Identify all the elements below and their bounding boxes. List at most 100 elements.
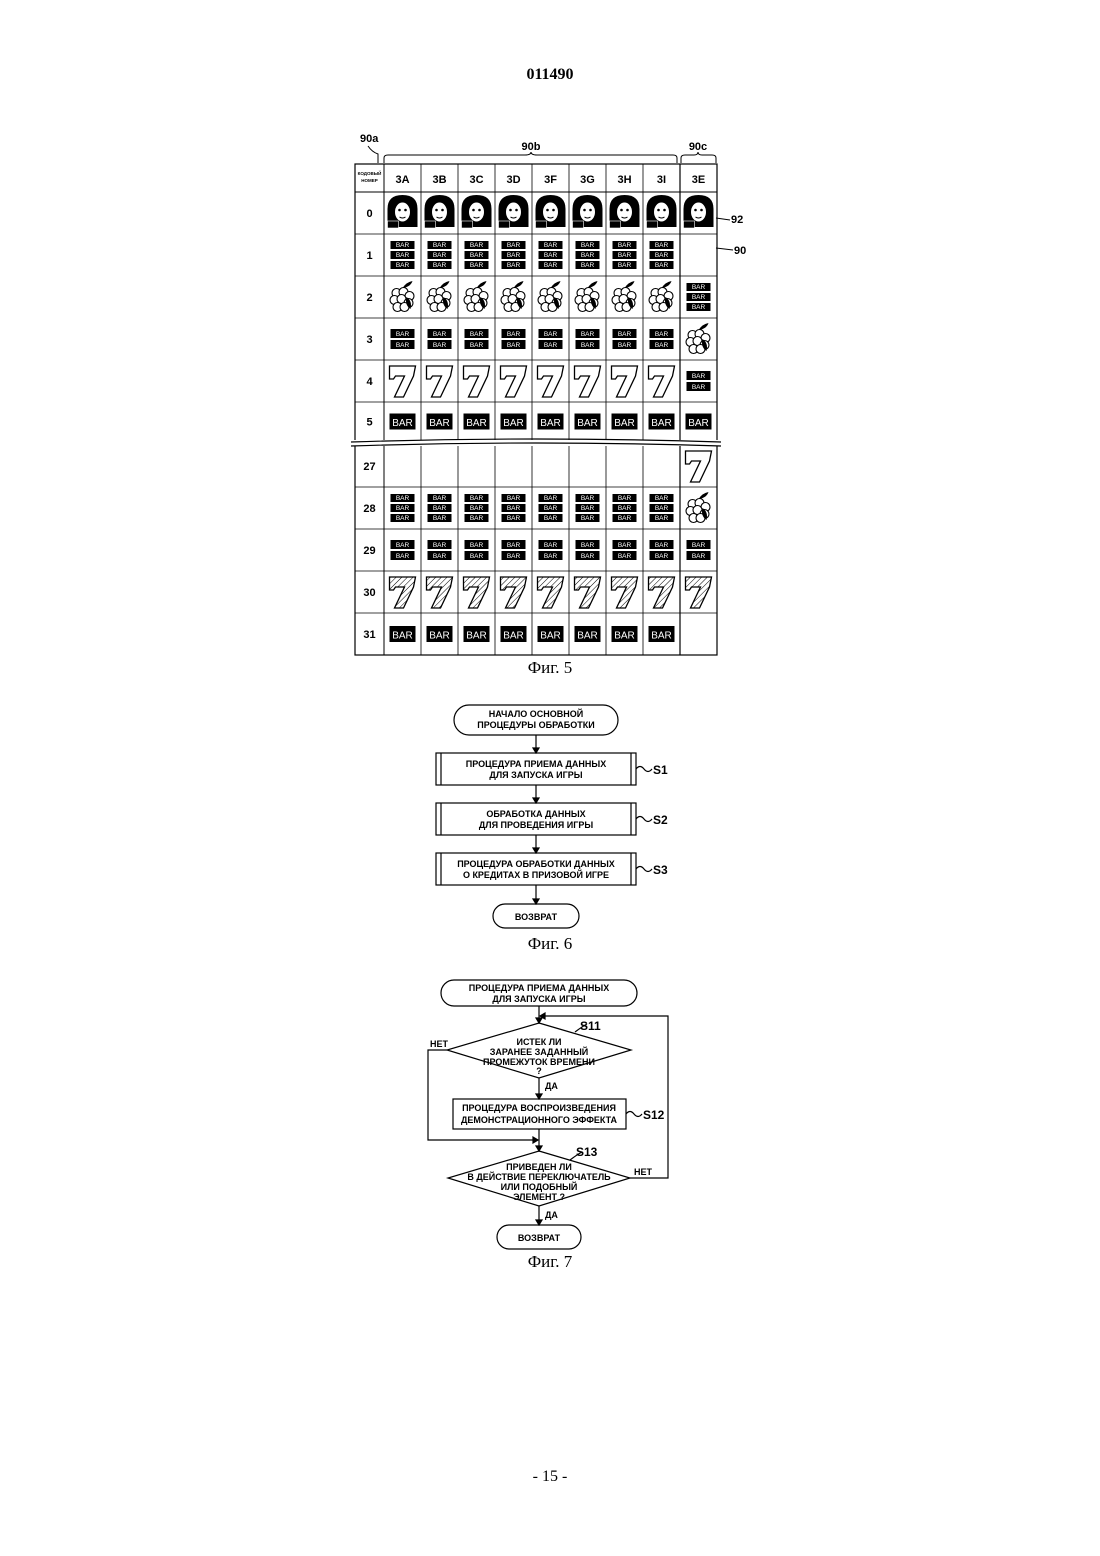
s1-label: S1 [653, 763, 668, 777]
bar-label: BAR [433, 262, 447, 269]
bar-label: BAR [581, 331, 595, 338]
end-text: ВОЗВРАТ [518, 1233, 561, 1243]
column-header-3D: 3D [506, 174, 520, 186]
bar-label: BAR [655, 342, 669, 349]
bar-label: BAR [507, 515, 521, 522]
bar-label: BAR [618, 542, 632, 549]
bar-label: BAR [581, 342, 595, 349]
bar-label: BAR [577, 630, 598, 641]
bar-label: BAR [614, 418, 635, 429]
s12-text-line1: ПРОЦЕДУРА ВОСПРОИЗВЕДЕНИЯ [462, 1103, 616, 1113]
s11-text-line1: ИСТЕК ЛИ [516, 1037, 561, 1047]
s13-label: S13 [576, 1145, 598, 1159]
bar-label: BAR [433, 542, 447, 549]
symbol-bar1: BAR [612, 414, 638, 430]
bar-label: BAR [507, 262, 521, 269]
process-s3 [436, 853, 636, 885]
symbol-grape [649, 281, 673, 312]
label-92: 92 [731, 214, 743, 226]
figure-5-reel-table: 90a 90b 90c 92 90 КОДОВЫЙНОМЕР3A3B3C3D3F… [0, 0, 1100, 700]
bar-label: BAR [655, 242, 669, 249]
end-text: ВОЗВРАТ [515, 912, 558, 922]
bar-label: BAR [655, 542, 669, 549]
bar-label: BAR [692, 542, 706, 549]
symbol-seven [464, 366, 490, 397]
symbol-seven [612, 366, 638, 397]
symbol-bar2: BAR BAR [576, 329, 600, 349]
symbol-bar2: BARBAR [502, 329, 526, 349]
symbol-bar3: BARBARBAR [502, 241, 526, 269]
code-number-31: 31 [363, 629, 375, 641]
symbol-grape [501, 281, 525, 312]
symbol-grape [538, 281, 562, 312]
symbol-bar3: BARBARBAR [650, 494, 674, 522]
bar-label: BAR [655, 331, 669, 338]
symbol-bar2: BARBAR [502, 540, 526, 560]
figure-7-flowchart: ПРОЦЕДУРА ПРИЕМА ДАННЫХ ДЛЯ ЗАПУСКА ИГРЫ… [0, 970, 1100, 1280]
start-text-line2: ДЛЯ ЗАПУСКА ИГРЫ [492, 994, 585, 1004]
column-header-3E: 3E [692, 174, 705, 186]
bar-label: BAR [544, 342, 558, 349]
symbol-bar1: BAR [501, 414, 527, 430]
symbol-bar3: BARBARBAR [687, 283, 711, 311]
symbol-bar3: BARBARBAR [465, 241, 489, 269]
label-90a: 90a [360, 133, 379, 145]
process-s1 [436, 753, 636, 785]
bar-label: BAR [470, 262, 484, 269]
bar-label: BAR [655, 505, 669, 512]
bar-label: BAR [396, 242, 410, 249]
page-number: - 15 - [0, 1468, 1100, 1486]
bar-label: BAR [396, 262, 410, 269]
bar-label: BAR [614, 630, 635, 641]
symbol-seven [575, 366, 601, 397]
process-s2 [436, 803, 636, 835]
symbol-seven_hatched [390, 577, 416, 608]
bar-label: BAR [544, 505, 558, 512]
bar-label: BAR [470, 331, 484, 338]
symbol-bar3: BARBARBAR [650, 241, 674, 269]
brace-90b [384, 152, 677, 163]
symbol-head [499, 195, 529, 228]
bar-label: BAR [618, 262, 632, 269]
symbol-grape [686, 323, 710, 354]
bar-label: BAR [618, 515, 632, 522]
bar-label: BAR [544, 252, 558, 259]
code-number-4: 4 [366, 376, 373, 388]
symbol-grape [612, 281, 636, 312]
s3-label: S3 [653, 863, 668, 877]
bar-label: BAR [540, 630, 561, 641]
symbol-seven [538, 366, 564, 397]
bar-label: BAR [433, 495, 447, 502]
bar-label: BAR [503, 418, 524, 429]
s11-yes-label: ДА [545, 1081, 558, 1091]
symbol-bar2: BARBAR [391, 540, 415, 560]
bar-label: BAR [655, 262, 669, 269]
symbol-grape [427, 281, 451, 312]
bar-label: BAR [392, 418, 413, 429]
figure-6-caption: Фиг. 6 [528, 934, 573, 953]
symbol-bar3: BARBARBAR [613, 241, 637, 269]
s13-text-line2: В ДЕЙСТВИЕ ПЕРЕКЛЮЧАТЕЛЬ [467, 1171, 611, 1182]
bar-label: BAR [618, 242, 632, 249]
bar-label: BAR [433, 252, 447, 259]
symbol-grape [390, 281, 414, 312]
bar-label: BAR [433, 505, 447, 512]
bar-label: BAR [692, 304, 706, 311]
bar-label: BAR [544, 495, 558, 502]
symbol-seven [390, 366, 416, 397]
bar-label: BAR [540, 418, 561, 429]
bar-label: BAR [581, 542, 595, 549]
symbol-bar2: BARBAR [687, 371, 711, 391]
symbol-seven [501, 366, 527, 397]
symbol-grape [575, 281, 599, 312]
symbol-bar2: BARBAR [428, 329, 452, 349]
bar-label: BAR [581, 495, 595, 502]
symbol-grape [464, 281, 488, 312]
symbol-bar1: BAR [575, 626, 601, 642]
bar-label: BAR [581, 505, 595, 512]
bar-label: BAR [692, 294, 706, 301]
bar-label: BAR [433, 242, 447, 249]
symbol-seven_hatched [464, 577, 490, 608]
s1-text-line2: ДЛЯ ЗАПУСКА ИГРЫ [489, 770, 582, 780]
symbol-seven_hatched [538, 577, 564, 608]
